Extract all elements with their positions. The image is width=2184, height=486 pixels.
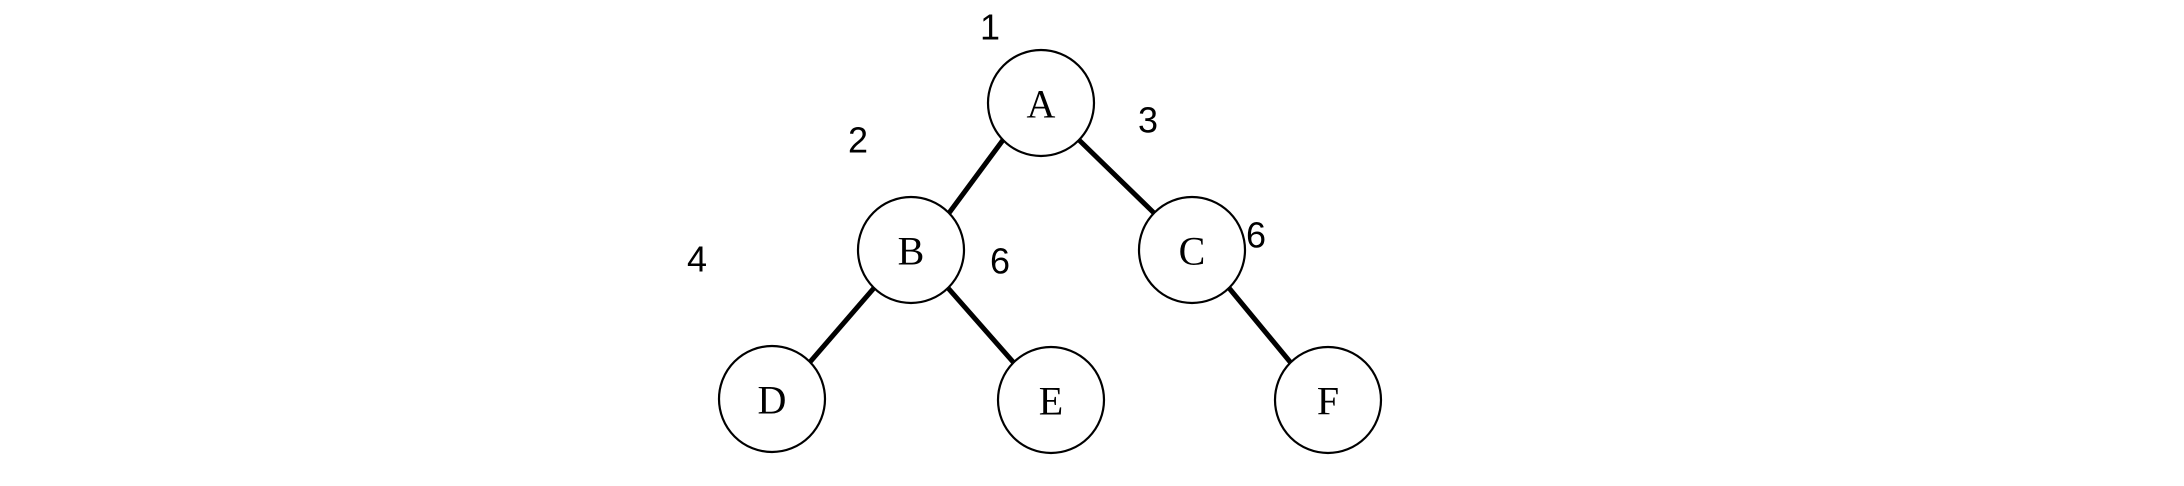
node-circle-c[interactable] <box>1137 195 1247 305</box>
node-c[interactable]: C <box>1137 195 1247 305</box>
edge-b-d <box>808 286 876 364</box>
edge-weight-d: 4 <box>687 239 707 280</box>
edge-a-c <box>1077 138 1156 215</box>
node-label-b: B <box>898 229 925 274</box>
edge-weight-b: 2 <box>848 120 868 161</box>
edge-weight-e: 6 <box>990 241 1010 282</box>
node-f[interactable]: F <box>1273 345 1383 455</box>
node-circle-b[interactable] <box>856 195 966 305</box>
edge-weights-group: 1 2 3 4 6 6 <box>687 7 1266 282</box>
edge-weight-c: 3 <box>1138 100 1158 141</box>
node-label-d: D <box>758 378 787 423</box>
node-circle-e[interactable] <box>996 345 1106 455</box>
nodes-group: A B C D E F <box>717 48 1383 455</box>
node-e[interactable]: E <box>996 345 1106 455</box>
node-d[interactable]: D <box>717 344 827 454</box>
node-circle-d[interactable] <box>717 344 827 454</box>
edge-weight-f: 6 <box>1246 215 1266 256</box>
edge-b-e <box>946 286 1016 365</box>
edge-c-f <box>1227 286 1293 365</box>
node-label-c: C <box>1179 229 1206 274</box>
edges-group <box>808 138 1293 365</box>
edge-a-b <box>946 138 1006 215</box>
node-circle-a[interactable] <box>986 48 1096 158</box>
node-label-f: F <box>1317 379 1339 424</box>
edge-weight-a: 1 <box>980 7 1000 48</box>
node-label-a: A <box>1027 82 1056 127</box>
node-b[interactable]: B <box>856 195 966 305</box>
node-label-e: E <box>1039 379 1063 424</box>
node-circle-f[interactable] <box>1273 345 1383 455</box>
node-a[interactable]: A <box>986 48 1096 158</box>
